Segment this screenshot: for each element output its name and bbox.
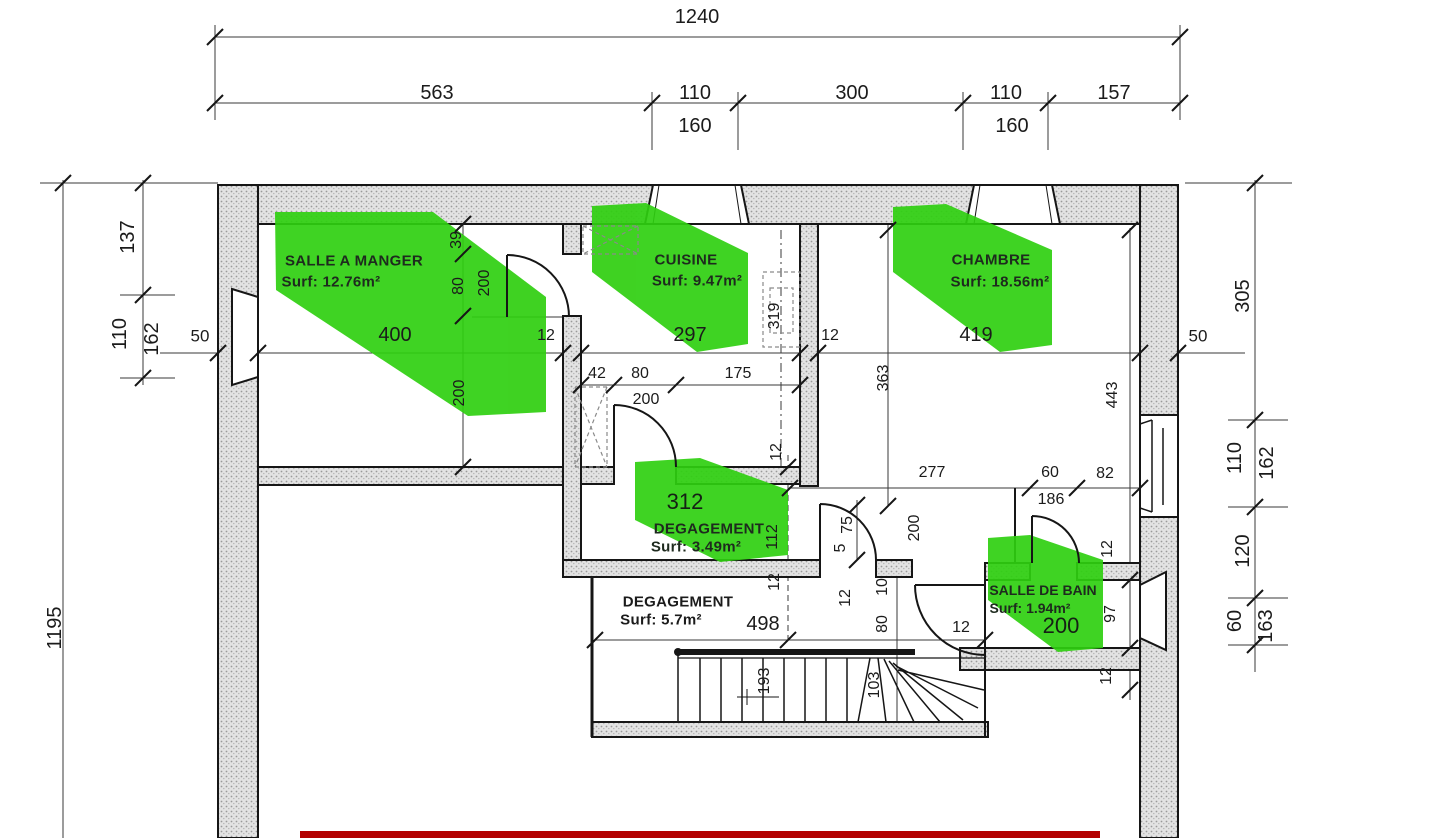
highlight-salle-a-manger	[275, 212, 546, 416]
dim-left-137: 137	[117, 220, 139, 254]
dim-sam-200a: 200	[476, 269, 493, 297]
dim-main-419: 419	[959, 324, 993, 346]
dim-sam-200b: 200	[451, 379, 468, 407]
highlight-patches	[275, 203, 1103, 652]
dim-top-110a: 110	[679, 82, 711, 104]
dim-corridor-498: 498	[746, 613, 780, 635]
dim-chambre-82: 82	[1096, 465, 1114, 482]
dim-lobby-200: 200	[906, 514, 923, 542]
dim-lobby-10: 10	[874, 578, 891, 596]
door-entry	[914, 584, 986, 656]
dim-right-wall-50: 50	[1188, 326, 1208, 346]
dim-lobby-75: 75	[839, 516, 856, 534]
dim-main-400: 400	[378, 324, 412, 346]
dim-left-162: 162	[141, 322, 163, 356]
dim-chambre-277: 277	[918, 464, 946, 481]
room-name-cuisine: CUISINE	[654, 251, 718, 269]
dim-lobby-80: 80	[874, 615, 891, 633]
room-name-salle-a-manger: SALLE A MANGER	[284, 252, 424, 270]
dim-stairs-103: 103	[866, 671, 883, 699]
dim-right-110: 110	[1224, 442, 1246, 474]
dim-right-60: 60	[1224, 609, 1246, 633]
dim-lobby-112: 112	[764, 524, 781, 550]
doors	[506, 254, 1080, 656]
dim-cuisine-175: 175	[724, 365, 752, 382]
room-surface-cuisine: Surf: 9.47m²	[651, 272, 743, 290]
room-surface-salle-a-manger: Surf: 12.76m²	[281, 273, 381, 291]
dim-right-162: 162	[1256, 446, 1278, 480]
dim-left-wall-50: 50	[190, 326, 210, 346]
dim-top-110b: 110	[990, 82, 1022, 104]
door-cuisine	[613, 404, 677, 468]
room-number-degagement-312: 312	[666, 489, 704, 514]
room-number-salle-de-bain: 200	[1042, 613, 1080, 638]
room-name-salle-de-bain: SALLE DE BAIN	[989, 582, 1097, 598]
room-name-chambre: CHAMBRE	[951, 251, 1031, 269]
door-salle-a-manger	[506, 254, 570, 318]
dim-top-157: 157	[1097, 82, 1131, 104]
dim-top-300: 300	[835, 82, 869, 104]
dim-chambre-60: 60	[1041, 464, 1059, 481]
dim-top-160b: 160	[995, 115, 1029, 137]
stairs-winders	[857, 657, 985, 723]
dim-sdb-12a: 12	[1099, 540, 1116, 558]
dim-lobby-5: 5	[832, 543, 849, 553]
red-marker	[300, 831, 1100, 838]
dim-cuisine-42: 42	[588, 365, 606, 382]
dim-lobby-12b: 12	[837, 589, 854, 607]
dimension-lines	[40, 25, 1292, 838]
dim-cuisine-wall-12: 12	[768, 443, 785, 461]
highlight-chambre	[893, 204, 1052, 352]
stairs	[674, 643, 986, 737]
closet-symbols	[574, 225, 801, 468]
dim-lobby-door-12: 12	[952, 619, 970, 636]
dim-lobby-12a: 12	[766, 573, 783, 591]
room-surface-degagement-312: Surf: 3.49m²	[650, 538, 742, 556]
dim-cuisine-80: 80	[631, 365, 649, 382]
highlight-salle-de-bain	[988, 535, 1103, 652]
stairs-treads	[699, 658, 848, 722]
room-name-degagement: DEGAGEMENT	[622, 593, 734, 611]
right-window-2	[1139, 570, 1167, 652]
dim-cuisine-door-200: 200	[632, 391, 660, 408]
dim-top-160a: 160	[678, 115, 712, 137]
highlight-degagement-312	[635, 458, 788, 562]
dim-right-305: 305	[1232, 279, 1254, 313]
room-name-degagement-312: DEGAGEMENT	[653, 520, 765, 538]
room-surface-degagement: Surf: 5.7m²	[620, 611, 702, 629]
dim-left-overall: 1195	[44, 606, 66, 650]
dim-chambre-443: 443	[1104, 381, 1121, 409]
dim-stairs-193: 193	[756, 667, 773, 695]
dim-sdb-97: 97	[1102, 605, 1119, 623]
dim-left-110: 110	[109, 318, 131, 350]
dim-main-297: 297	[673, 324, 707, 346]
dim-chambre-363: 363	[875, 364, 892, 392]
windows	[231, 287, 1179, 652]
left-window	[231, 287, 259, 387]
highlight-cuisine	[592, 203, 748, 352]
dim-top-563: 563	[420, 82, 454, 104]
right-window-1	[1139, 414, 1179, 518]
dim-top-overall: 1240	[674, 6, 720, 28]
room-surface-salle-de-bain: Surf: 1.94m²	[989, 600, 1071, 616]
dim-chambre-186: 186	[1037, 491, 1065, 508]
room-surface-chambre: Surf: 18.56m²	[950, 273, 1050, 291]
door-salle-de-bain	[1031, 515, 1080, 564]
dim-cuisine-duct-319: 319	[766, 302, 783, 330]
dim-right-163: 163	[1255, 609, 1277, 643]
door-degagement-312	[819, 503, 877, 561]
dim-main-12a: 12	[537, 327, 555, 344]
dim-main-12b: 12	[821, 327, 839, 344]
dim-sam-39: 39	[448, 231, 465, 249]
dim-right-120: 120	[1232, 534, 1254, 568]
dim-sam-80: 80	[450, 277, 467, 295]
dim-sdb-12b: 12	[1098, 667, 1115, 685]
